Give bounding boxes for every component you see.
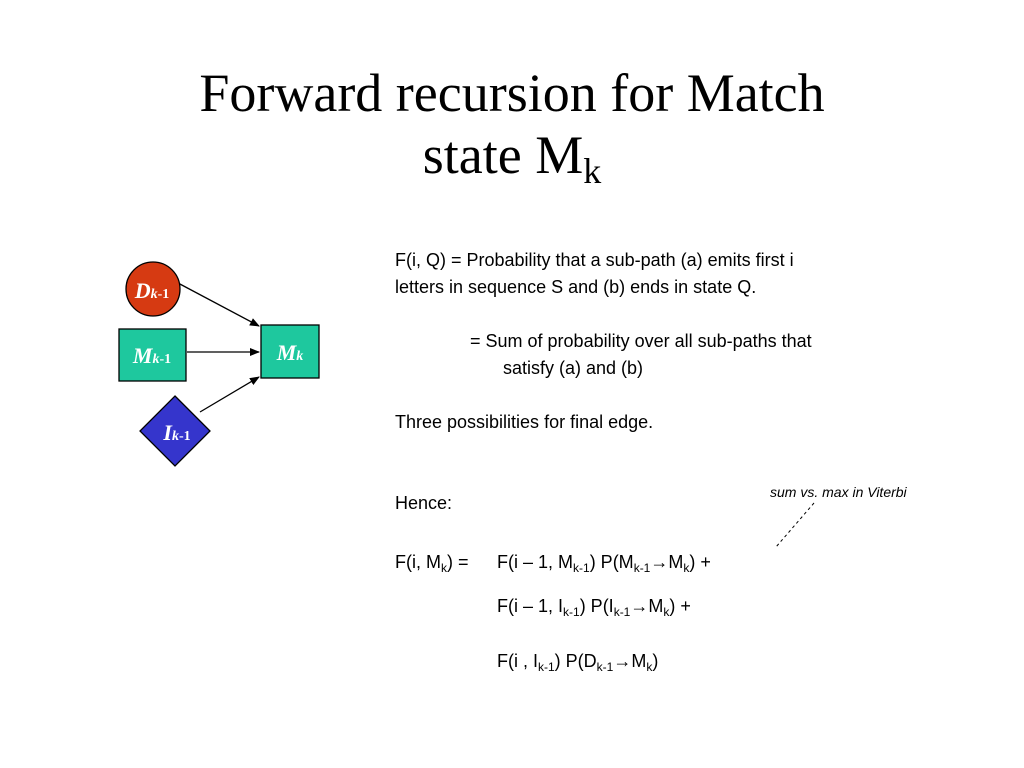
- title-line-2: state Mk: [422, 125, 602, 192]
- insert-state-sub-rest: -1: [179, 429, 191, 444]
- equation-term-2: F(i – 1, Ik-1) P(Ik-1→Mk) +: [497, 596, 691, 619]
- svg-text:Dk-1: Dk-1: [134, 278, 170, 303]
- delete-state-node: Dk-1: [125, 261, 181, 317]
- hence-label: Hence:: [395, 493, 453, 513]
- match-prev-state-sub-rest: -1: [159, 352, 171, 367]
- equation-term-1: F(i – 1, Mk-1) P(Mk-1→Mk) +: [497, 552, 711, 575]
- match-k-state-node: Mk: [260, 324, 320, 379]
- insert-state-node: Ik-1: [139, 395, 211, 467]
- edge-insert-to-match: [199, 376, 260, 413]
- annotation-leader-line: [775, 502, 815, 548]
- match-prev-state-node: Mk-1: [118, 328, 187, 382]
- insert-state-sub-k: k: [172, 429, 179, 444]
- sum-line-1: = Sum of probability over all sub-paths …: [470, 331, 812, 351]
- delete-state-sub-k: k: [151, 287, 158, 302]
- three-possibilities: Three possibilities for final edge.: [395, 412, 654, 432]
- delete-state-letter: D: [134, 278, 151, 303]
- svg-text:Ik-1: Ik-1: [162, 420, 190, 445]
- svg-text:Mk-1: Mk-1: [132, 343, 171, 368]
- equation-term-3: F(i , Ik-1) P(Dk-1→Mk): [497, 651, 659, 674]
- definition-line-2: letters in sequence S and (b) ends in st…: [395, 277, 757, 297]
- title-line-1: Forward recursion for Match: [199, 63, 825, 123]
- match-k-state-sub-k: k: [296, 349, 303, 364]
- insert-state-letter: I: [162, 420, 173, 445]
- viterbi-annotation: sum vs. max in Viterbi: [770, 484, 907, 500]
- svg-text:Mk: Mk: [276, 340, 304, 365]
- match-prev-state-sub-k: k: [152, 352, 159, 367]
- slide-title: Forward recursion for Match state Mk: [0, 62, 1024, 192]
- match-prev-state-letter: M: [132, 343, 154, 368]
- delete-state-sub-rest: -1: [158, 287, 170, 302]
- sum-line-2: satisfy (a) and (b): [503, 358, 644, 378]
- equation-lhs: F(i, Mk) =: [395, 552, 469, 575]
- definition-line-1: F(i, Q) = Probability that a sub-path (a…: [395, 250, 794, 270]
- edge-delete-to-match: [177, 282, 260, 327]
- match-k-state-letter: M: [276, 340, 298, 365]
